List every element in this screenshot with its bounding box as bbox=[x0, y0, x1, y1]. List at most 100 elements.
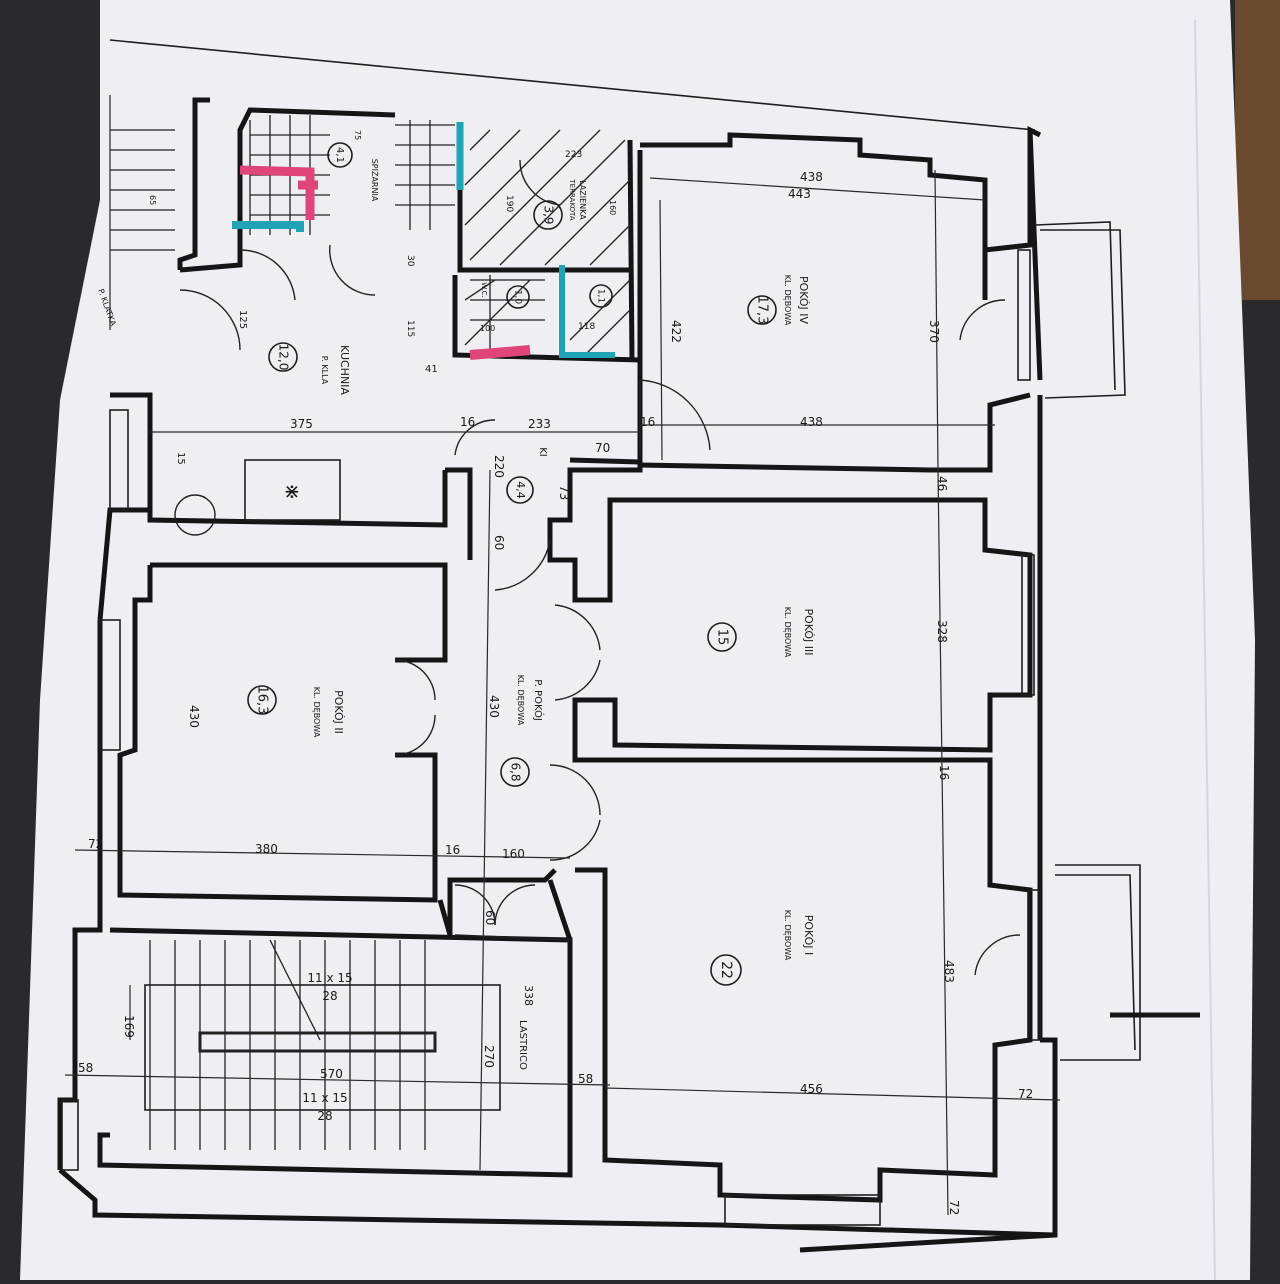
room-wc: 1,0 W.C. bbox=[480, 282, 530, 309]
dim-label: 160 bbox=[608, 200, 617, 215]
dim-label: 16 bbox=[460, 415, 475, 429]
dim-label: 60 bbox=[492, 535, 506, 550]
dim-label: 233 bbox=[528, 417, 551, 431]
dim-label: 65 bbox=[148, 195, 157, 205]
room-number-circle bbox=[747, 295, 777, 325]
dim-label: 72 bbox=[1018, 1087, 1033, 1101]
dim-label: 58 bbox=[78, 1061, 93, 1075]
room-name: SPIŻARNIA bbox=[370, 159, 380, 202]
dim-label: 16 bbox=[445, 843, 460, 857]
dim-label: 338 bbox=[522, 985, 535, 1006]
dim-label: 72 bbox=[947, 1200, 961, 1215]
room-floor: KL. DĘBOWA bbox=[783, 607, 792, 658]
stove-mark: ⋇ bbox=[284, 479, 301, 503]
room-name: ŁAZIENKA bbox=[578, 179, 587, 220]
room-pokoj-iii: 15 POKÓJ III KL. DĘBOWA bbox=[707, 607, 815, 658]
room-lazienka: 3,9 ŁAZIENKA TERRAKOTA bbox=[533, 178, 587, 230]
room-przedpokoj: 6,8 P. POKÓJ KL. DĘBOWA bbox=[500, 675, 545, 787]
dim-label: 46 bbox=[935, 476, 949, 491]
dim-label: 328 bbox=[935, 620, 949, 643]
steps-top-sub: 28 bbox=[322, 989, 337, 1003]
room-number: 3,9 bbox=[542, 205, 556, 224]
dim-label: 483 bbox=[942, 960, 956, 983]
dim-label: 570 bbox=[320, 1067, 343, 1081]
dim-label: 223 bbox=[565, 150, 582, 160]
room-name: P. POKÓJ bbox=[532, 679, 545, 721]
steps-top: 11 x 15 bbox=[307, 971, 352, 985]
room-name: KI bbox=[537, 447, 548, 457]
room-name: POKÓJ IV bbox=[797, 276, 810, 325]
room-number: 1,0 bbox=[513, 290, 523, 305]
dim-label: 70 bbox=[595, 441, 610, 455]
room-number-circle bbox=[589, 284, 613, 308]
room-pokoj-i: 22 POKÓJ I KL. DĘBOWA bbox=[710, 910, 815, 986]
dim-label: 118 bbox=[578, 322, 595, 332]
room-number: 1,1 bbox=[596, 289, 606, 303]
room-floor: KL. DĘBOWA bbox=[312, 687, 321, 738]
dim-label: 422 bbox=[669, 320, 683, 343]
room-number: 6,8 bbox=[509, 762, 523, 781]
stair-rail bbox=[198, 1031, 437, 1053]
room-floor: KL. DĘBOWA bbox=[516, 675, 525, 726]
room-number-circle bbox=[268, 342, 298, 372]
room-korytarz: 4,4 KI bbox=[506, 447, 548, 504]
dim-label: 430 bbox=[187, 705, 201, 728]
room-number-circle bbox=[247, 685, 277, 715]
room-number-circle bbox=[710, 954, 742, 986]
dim-label: 100 bbox=[480, 324, 495, 333]
windows bbox=[61, 249, 1041, 1226]
room-floor: P. KLLA bbox=[320, 356, 329, 385]
dim-label: 438 bbox=[800, 170, 823, 184]
room-number-circle bbox=[707, 622, 737, 652]
room-schowek: 1,1 bbox=[589, 284, 613, 308]
dim-label: 115 bbox=[405, 320, 415, 337]
room-floor: TERRAKOTA bbox=[568, 178, 576, 220]
stair-well bbox=[144, 984, 501, 1111]
dim-label: 75 bbox=[353, 130, 362, 140]
dim-label: 456 bbox=[800, 1082, 823, 1096]
room-spizarnia: 4,1 SPIŻARNIA bbox=[327, 142, 380, 202]
steps-bottom-sub: 28 bbox=[317, 1109, 332, 1123]
dim-label: 58 bbox=[578, 1072, 593, 1086]
sheet-border bbox=[109, 39, 1036, 131]
balconies bbox=[1034, 221, 1200, 1061]
room-number-circle bbox=[506, 476, 534, 504]
tile-grid bbox=[249, 115, 545, 355]
room-number-circle bbox=[506, 285, 530, 309]
dim-label: 41 bbox=[425, 364, 438, 375]
stair-annotations: 11 x 15 28 11 x 15 28 LASTRICO bbox=[302, 971, 528, 1123]
bathroom-hatching bbox=[464, 129, 631, 356]
dim-label: 220 bbox=[492, 455, 506, 478]
room-floor: KL. DĘBOWA bbox=[783, 275, 792, 326]
dim-label: 60 bbox=[483, 910, 497, 925]
dim-label: 443 bbox=[788, 187, 811, 201]
room-number: 4,1 bbox=[334, 147, 345, 163]
dim-label: 370 bbox=[927, 320, 941, 343]
dim-label: 30 bbox=[405, 255, 415, 267]
steps-bottom: 11 x 15 bbox=[302, 1091, 347, 1105]
dim-label: 73 bbox=[557, 485, 571, 500]
dim-label: 190 bbox=[504, 195, 514, 212]
dim-label: 375 bbox=[290, 417, 313, 431]
dim-label: 15 bbox=[175, 452, 186, 465]
wood-edge bbox=[1235, 0, 1280, 300]
dim-label: 270 bbox=[482, 1045, 496, 1068]
dim-label: 16 bbox=[937, 765, 951, 780]
doors bbox=[174, 159, 1021, 976]
color-markers bbox=[232, 122, 615, 360]
stair-treads bbox=[149, 939, 426, 1150]
dimension-lines bbox=[64, 169, 1061, 1216]
room-name: W.C. bbox=[480, 282, 488, 297]
dim-label: 72 bbox=[88, 837, 103, 851]
dim-label: 169 bbox=[122, 1015, 136, 1038]
interior-walls bbox=[97, 97, 1033, 1203]
paper-fold bbox=[1194, 19, 1216, 1281]
paper-sheet bbox=[20, 0, 1255, 1280]
stair-material: LASTRICO bbox=[517, 1020, 528, 1070]
room-number: 17,3 bbox=[755, 296, 770, 325]
dimension-labels: 438 443 422 370 438 46 328 16 483 456 72… bbox=[78, 130, 1033, 1215]
room-name: POKÓJ II bbox=[332, 690, 345, 734]
room-pokoj-ii: 16,3 POKÓJ II KL. DĘBOWA bbox=[247, 685, 345, 738]
